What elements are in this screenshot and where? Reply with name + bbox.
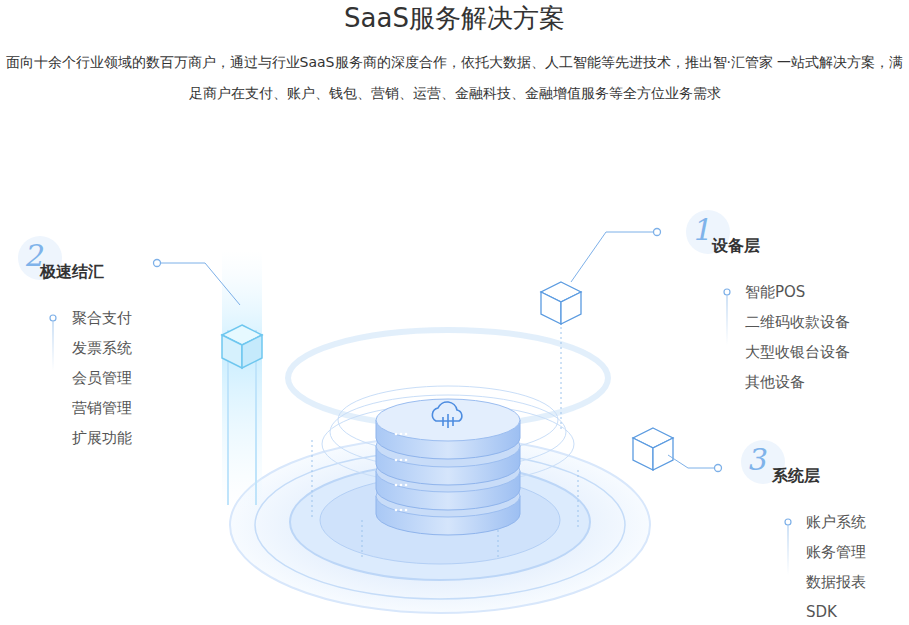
list-item: 营销管理 (72, 398, 132, 418)
list-item: 数据报表 (806, 572, 866, 592)
list-item: 智能POS (745, 282, 805, 302)
list-item: 会员管理 (72, 368, 132, 388)
list-item: 扩展功能 (72, 428, 132, 448)
list-item: 发票系统 (72, 338, 132, 358)
list-item: 账户系统 (806, 512, 866, 532)
callout-number: 1 (694, 213, 713, 247)
group-heading: 设备层 (712, 235, 760, 257)
feature-group: 3系统层账户系统账务管理数据报表 SDK (741, 440, 868, 624)
list-item: 其他设备 (745, 372, 805, 392)
group-heading: 系统层 (772, 465, 820, 487)
feature-group: 2极速结汇聚合支付发票系统会员管理营销管理扩展功能 (18, 236, 134, 450)
callout-number: 3 (749, 443, 768, 477)
list-item: SDK (806, 602, 837, 622)
list-item: 二维码收款设备 (745, 312, 850, 332)
list-item: 聚合支付 (72, 308, 132, 328)
page-title: SaaS服务解决方案 (0, 0, 909, 36)
group-heading: 极速结汇 (40, 261, 104, 283)
list-item: 账务管理 (806, 542, 866, 562)
list-item: 大型收银台设备 (745, 342, 850, 362)
feature-group: 1设备层智能POS 二维码收款设备大型收银台设备其他设备 (686, 210, 852, 394)
description-text: 面向十余个行业领域的数百万商户，通过与行业SaaS服务商的深度合作，依托大数据、… (2, 47, 907, 109)
